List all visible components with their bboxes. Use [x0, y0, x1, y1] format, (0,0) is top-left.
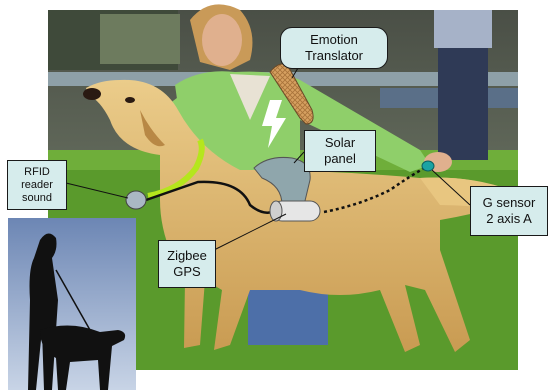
zigbee-gps-label: Zigbee GPS: [158, 240, 216, 288]
g-sensor-label: G sensor 2 axis A: [470, 186, 548, 236]
rfid-module: [126, 191, 146, 209]
gsensor-line2: 2 axis A: [486, 211, 532, 227]
gsensor-line1: G sensor: [483, 195, 536, 211]
emotion-line2: Translator: [305, 48, 363, 64]
solar-panel-label: Solar panel: [304, 130, 376, 172]
rfid-line2: reader: [21, 179, 53, 192]
emotion-line1: Emotion: [310, 32, 358, 48]
solar-line1: Solar: [325, 135, 355, 151]
rfid-line3: sound: [22, 192, 52, 205]
zigbee-line2: GPS: [173, 264, 200, 280]
rfid-reader-label: RFID reader sound: [7, 160, 67, 210]
solar-line2: panel: [324, 151, 356, 167]
g-sensor-module: [422, 161, 434, 171]
zigbee-line1: Zigbee: [167, 248, 207, 264]
silhouette-inset: [8, 218, 136, 390]
rfid-line1: RFID: [24, 166, 50, 179]
emotion-translator-label: Emotion Translator: [280, 27, 388, 69]
